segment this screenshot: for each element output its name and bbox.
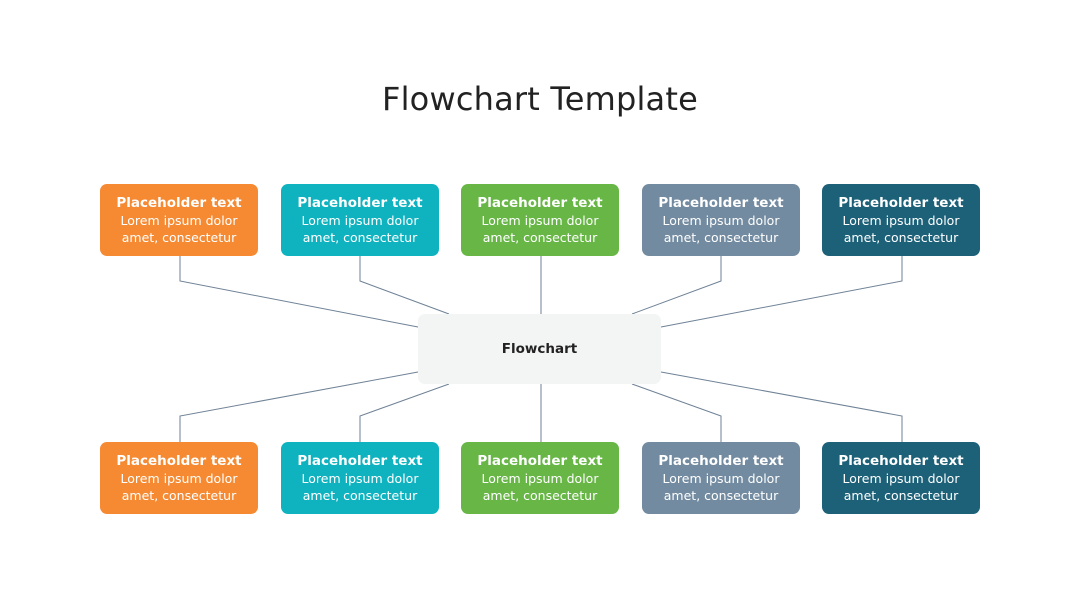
- node-heading: Placeholder text: [477, 194, 603, 211]
- node-text-line: amet, consectetur: [482, 487, 598, 503]
- node-heading: Placeholder text: [116, 452, 242, 469]
- node-text-line: amet, consectetur: [121, 487, 237, 503]
- top-node-2: Placeholder text Lorem ipsum dolor amet,…: [281, 184, 439, 256]
- top-node-3: Placeholder text Lorem ipsum dolor amet,…: [461, 184, 619, 256]
- connector-top-2: [359, 256, 450, 315]
- center-node: Flowchart: [418, 314, 661, 384]
- node-text-line: Lorem ipsum dolor: [120, 470, 238, 486]
- node-heading: Placeholder text: [477, 452, 603, 469]
- node-text-line: Lorem ipsum dolor: [301, 212, 419, 228]
- node-text-line: amet, consectetur: [121, 229, 237, 245]
- connector-top-1: [179, 256, 419, 328]
- bottom-node-4: Placeholder text Lorem ipsum dolor amet,…: [642, 442, 800, 514]
- connector-top-4: [631, 256, 722, 315]
- node-text-line: Lorem ipsum dolor: [662, 470, 780, 486]
- node-heading: Placeholder text: [297, 452, 423, 469]
- bottom-node-3: Placeholder text Lorem ipsum dolor amet,…: [461, 442, 619, 514]
- top-node-5: Placeholder text Lorem ipsum dolor amet,…: [822, 184, 980, 256]
- node-text-line: amet, consectetur: [663, 487, 779, 503]
- node-text-line: Lorem ipsum dolor: [842, 470, 960, 486]
- node-heading: Placeholder text: [658, 194, 784, 211]
- page-title: Flowchart Template: [381, 80, 699, 118]
- node-text-line: amet, consectetur: [302, 229, 418, 245]
- node-heading: Placeholder text: [658, 452, 784, 469]
- node-text-line: amet, consectetur: [843, 229, 959, 245]
- node-heading: Placeholder text: [838, 194, 964, 211]
- node-text-line: amet, consectetur: [843, 487, 959, 503]
- node-heading: Placeholder text: [838, 452, 964, 469]
- node-text-line: Lorem ipsum dolor: [301, 470, 419, 486]
- node-text-line: Lorem ipsum dolor: [662, 212, 780, 228]
- node-text-line: amet, consectetur: [482, 229, 598, 245]
- connector-bottom-1: [179, 371, 419, 442]
- bottom-node-5: Placeholder text Lorem ipsum dolor amet,…: [822, 442, 980, 514]
- node-text-line: amet, consectetur: [302, 487, 418, 503]
- node-text-line: Lorem ipsum dolor: [842, 212, 960, 228]
- bottom-node-2: Placeholder text Lorem ipsum dolor amet,…: [281, 442, 439, 514]
- node-heading: Placeholder text: [116, 194, 242, 211]
- node-text-line: Lorem ipsum dolor: [120, 212, 238, 228]
- node-text-line: Lorem ipsum dolor: [481, 470, 599, 486]
- top-node-1: Placeholder text Lorem ipsum dolor amet,…: [100, 184, 258, 256]
- connector-top-5: [660, 256, 903, 328]
- top-node-4: Placeholder text Lorem ipsum dolor amet,…: [642, 184, 800, 256]
- connector-bottom-5: [660, 371, 903, 442]
- bottom-node-1: Placeholder text Lorem ipsum dolor amet,…: [100, 442, 258, 514]
- connector-bottom-4: [631, 383, 722, 442]
- node-text-line: amet, consectetur: [663, 229, 779, 245]
- node-heading: Placeholder text: [297, 194, 423, 211]
- node-text-line: Lorem ipsum dolor: [481, 212, 599, 228]
- connector-bottom-2: [359, 383, 450, 442]
